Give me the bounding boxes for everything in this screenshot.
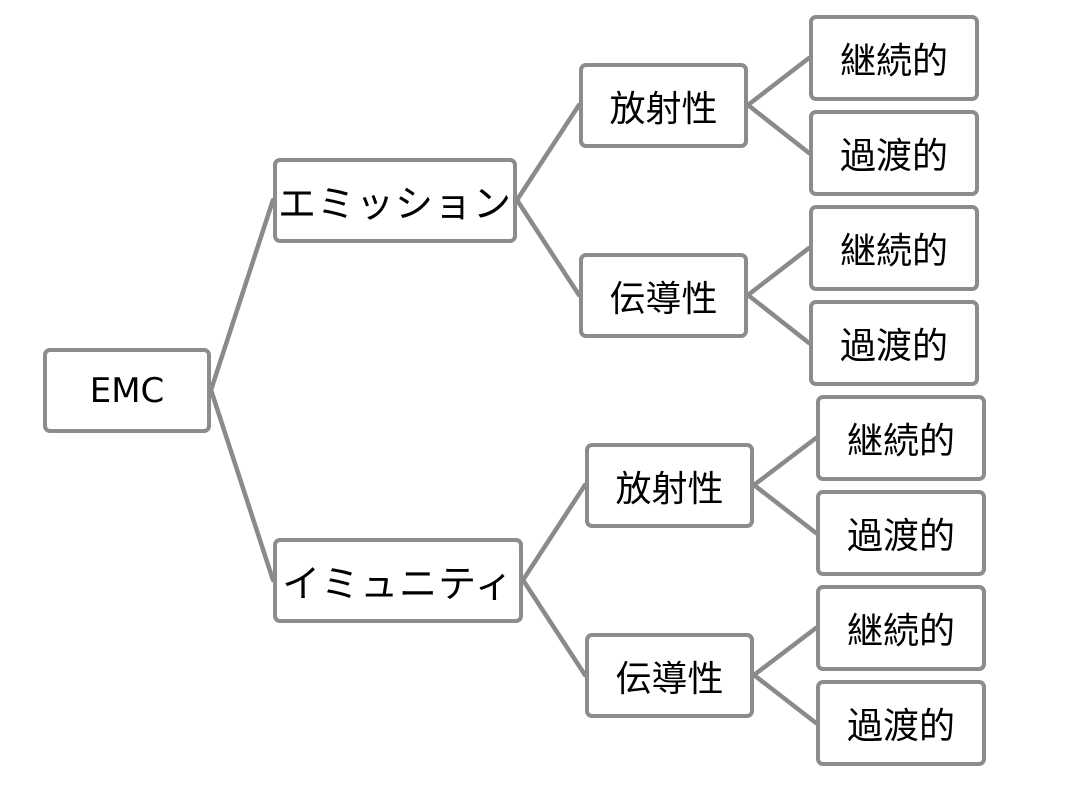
node-label: 放射性 [615,468,724,510]
node-label: 放射性 [609,88,718,130]
node-immunity-conducted-continuous: 継続的 [816,585,986,671]
node-immunity-conducted: 伝導性 [585,633,754,718]
node-emission-radiated-transient: 過渡的 [809,110,979,196]
connector-im-radiated-transient [751,482,819,536]
connector-im-radiated-continuous [751,435,819,488]
connector-emission-radiated [514,102,582,203]
node-immunity: イミュニティ [273,538,523,623]
node-label: EMC [89,370,165,411]
connector-immunity-radiated [520,482,588,583]
node-label: エミッション [277,182,512,226]
node-immunity-radiated-continuous: 継続的 [816,395,986,481]
node-label: 過渡的 [846,516,955,557]
node-emission-conducted-continuous: 継続的 [809,205,979,291]
node-label: 継続的 [846,611,955,652]
connector-immunity-conducted [520,577,588,678]
connector-im-conducted-continuous [751,625,819,678]
node-emission-radiated-continuous: 継続的 [809,15,979,101]
node-emission: エミッション [273,158,517,243]
node-label: 継続的 [846,421,955,462]
connector-em-radiated-continuous [745,55,812,108]
node-immunity-radiated-transient: 過渡的 [816,490,986,576]
connector-em-conducted-transient [745,292,812,346]
node-label: 伝導性 [609,278,718,320]
connector-em-conducted-continuous [745,245,812,298]
node-label: 過渡的 [846,706,955,747]
node-label: イミュニティ [282,562,514,606]
node-immunity-conducted-transient: 過渡的 [816,680,986,766]
connector-root-emission [208,197,276,393]
node-label: 伝導性 [615,658,724,700]
connector-root-immunity [208,387,276,583]
node-immunity-radiated: 放射性 [585,443,754,528]
node-label: 過渡的 [839,136,948,177]
connector-im-conducted-transient [751,672,819,726]
node-label: 継続的 [839,41,948,82]
node-emission-conducted-transient: 過渡的 [809,300,979,386]
connector-emission-conducted [514,197,582,298]
node-label: 過渡的 [839,326,948,367]
node-emission-conducted: 伝導性 [579,253,748,338]
connector-em-radiated-transient [745,102,812,156]
node-emc-root: EMC [43,348,211,433]
node-label: 継続的 [839,231,948,272]
node-emission-radiated: 放射性 [579,63,748,148]
